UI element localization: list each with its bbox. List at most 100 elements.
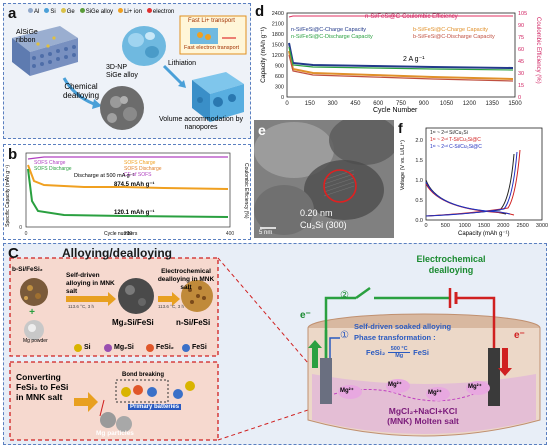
panel-f-legend: 1ˢᵗ ~ 2ⁿᵈ Si/Cu₃Si 1ˢᵗ ~ 2ⁿᵈ T-Si/Cu₃Si@… [430,130,482,151]
electron-label-right: e⁻ [514,330,525,341]
svg-text:200: 200 [124,231,133,237]
legend-item: CE of SOFS [124,172,152,178]
ec-dealloying-title: Electrochemical dealloying [416,254,486,275]
panel-c-label: C [8,245,19,262]
svg-text:2000: 2000 [497,223,509,229]
panel-d-label: d [255,3,265,20]
svg-text:1500: 1500 [272,43,284,49]
process-arrow-icon [62,77,95,106]
legend-item: Si [44,8,56,15]
phase-transformation-label: Phase transformation : [354,333,436,342]
svg-text:0: 0 [424,223,427,229]
switch-icon [355,286,371,300]
mg-ion-bubble [466,381,490,395]
panel-d-legend: n-Si/FeSi@C-Charge Capacity n-Si/FeSi@C-… [291,27,373,41]
alloying-step-label: Self-driven alloying in MNK salt [66,272,115,295]
converting-arrow-icon [74,392,98,412]
legend-item: b-Si/FeSi@C-Discharge Capacity [413,34,495,40]
panel-d-ylabel-right: Coulombic Efficiency (%) [535,17,541,84]
step-1-marker: ① [340,330,349,341]
svg-text:400: 400 [226,231,235,237]
converting-label: Converting FeSi₂ to FeSi in MNK salt [16,372,69,402]
mg2si-legend-label: Mg₂Si [114,344,134,351]
svg-text:1800: 1800 [272,32,284,38]
svg-text:0: 0 [285,101,289,107]
legend-item: Ge [60,8,75,15]
legend-item: Al [28,8,39,15]
svg-text:1.0: 1.0 [415,178,423,184]
lithiated-sige-icon [192,72,244,122]
svg-text:0: 0 [281,95,284,101]
legend-item: 1ˢᵗ ~ 2ⁿᵈ C-Si/Cu₃Si@C [430,144,482,150]
mg-powder-label: Mg powder [23,338,48,344]
svg-text:105: 105 [518,11,527,17]
svg-text:1500: 1500 [478,223,490,229]
panel-d: d 0 300 600 900 1200 1500 1800 2100 2400 [253,3,547,116]
electron-arrow-up-icon [308,340,322,368]
si-legend-label: Si [84,344,91,351]
panel-f-xlabel: Capacity (mAh g⁻¹) [458,231,510,237]
svg-text:300: 300 [275,85,284,91]
svg-text:150: 150 [305,101,316,107]
legend-item: SiGe alloy [79,8,113,15]
panel-b: 0 0 200 400 b Specific Capacity (mAh g⁻¹… [3,144,251,240]
panel-b-ylabel-right: Coulombic Efficiency (%) [243,163,249,219]
electron-label-left: e⁻ [300,310,311,321]
svg-text:75: 75 [518,35,524,41]
salt-formula: MgCl₂+NaCl+KCl [388,406,458,416]
molten-salt-label: MgCl₂+NaCl+KCl (MNK) Molten salt [368,406,478,426]
panel-b-legend: SOFS Charge SOFS Discharge [34,160,72,172]
porous-sige-icon [122,26,166,66]
volume-note: Volume accommodation by nanopores [158,116,244,131]
svg-text:0.0: 0.0 [415,218,423,224]
panel-a-label: a [8,5,17,22]
equation-reactant: FeSi₂ [366,348,386,357]
svg-text:2500: 2500 [517,223,529,229]
svg-text:1200: 1200 [463,101,477,107]
svg-text:30: 30 [518,71,524,77]
mg-ion-bubble [426,387,450,401]
alloying-box [9,257,219,357]
plane-label: Cu₃Si (300) [300,220,347,230]
mg-ion-label: Mg²⁺ [388,382,402,388]
mg-ion-label: Mg²⁺ [468,384,482,390]
fesi-legend-icon [182,344,190,352]
svg-text:1500: 1500 [508,101,522,107]
svg-text:0: 0 [25,231,28,237]
svg-text:0: 0 [518,95,521,101]
legend-item: n-Si/FeSi@C-Charge Capacity [291,27,366,33]
step-2-marker: ② [340,290,349,301]
upper-value: 874.5 mAh g⁻¹ [114,182,155,188]
panel-f-chart: 0.0 0.5 1.0 1.5 2.0 0 500 1000 1500 2000… [415,127,548,229]
salt-name: (MNK) Molten salt [387,416,459,426]
svg-text:0: 0 [19,225,22,231]
svg-text:600: 600 [275,74,284,80]
lattice-label: 0.20 nm [300,208,333,218]
panel-c: + [3,243,547,445]
highlight-circle [323,169,357,203]
svg-text:0.5: 0.5 [415,198,423,204]
sofs-charge-series [27,164,229,190]
ce-series [27,156,228,160]
counter-electrode [488,348,500,406]
svg-text:+: + [29,307,35,318]
self-driven-label: Self-driven soaked alloying [354,322,452,331]
bulk-label: b-Si/FeSi₂ [12,266,43,273]
panel-b-xlabel: Cycle numbers [104,231,138,237]
svg-text:2.0: 2.0 [415,138,423,144]
svg-text:300: 300 [328,101,339,107]
svg-text:750: 750 [396,101,407,107]
panel-d-chart: 0 300 600 900 1200 1500 1800 2100 2400 0… [272,11,527,107]
legend-item: SOFS Charge [124,160,156,166]
legend-item: 1ˢᵗ ~ 2ⁿᵈ T-Si/Cu₃Si@C [430,137,481,143]
mg-ion-bubble [386,379,410,393]
panel-c-illustration: + [9,257,541,441]
rate-label: 2 A g⁻¹ [403,56,425,63]
lithiation-arrow-icon [162,64,184,86]
svg-text:600: 600 [373,101,384,107]
sem-image-icon [100,86,144,130]
legend-item: SOFS Discharge [124,166,162,172]
fesi-legend-label: FeSi [192,344,207,351]
fast-electron-label: Fast electron transport [184,45,240,51]
